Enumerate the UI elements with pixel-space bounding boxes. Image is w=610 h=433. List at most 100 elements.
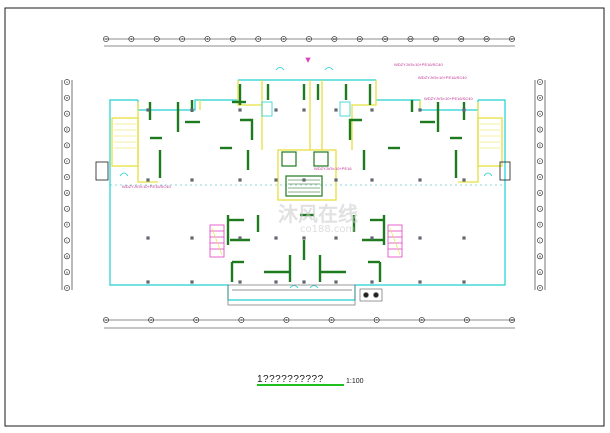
- column: [370, 280, 374, 284]
- grid-right-E-label: E: [539, 143, 541, 147]
- column: [274, 178, 278, 182]
- grid-right-M-bubble: [537, 253, 543, 260]
- entrance-band: [227, 284, 383, 306]
- bottom-dimension-lines: [104, 319, 515, 329]
- grid-top-12-label: 12: [384, 37, 388, 41]
- grid-left-M-bubble: [64, 253, 70, 260]
- grid-left-J-label: J: [66, 207, 68, 211]
- watermark-subtext: co188.com: [300, 224, 356, 235]
- grid-left-E-label: E: [66, 143, 68, 147]
- grid-top-4-label: 4: [181, 37, 183, 41]
- column: [462, 178, 466, 182]
- grid-bottom-7-bubble: [373, 317, 380, 323]
- column: [302, 280, 306, 284]
- grid-top-2-label: 2: [131, 37, 133, 41]
- grid-bottom-9-label: 9: [466, 318, 468, 322]
- column: [190, 236, 194, 240]
- column: [146, 280, 150, 284]
- cable-note-3: WDZYJV5×10+PE16/SC40: [424, 96, 473, 101]
- grid-left-P-label: P: [66, 286, 68, 290]
- grid-left-H-label: H: [66, 191, 68, 195]
- grid-right-D-label: D: [539, 128, 541, 132]
- grid-right-G-bubble: [537, 174, 543, 180]
- grid-top-16-label: 16: [485, 37, 489, 41]
- column: [462, 280, 466, 284]
- top-dimension-lines: [104, 38, 515, 47]
- grid-top-9-label: 9: [308, 37, 310, 41]
- grid-left-K-label: K: [66, 223, 68, 227]
- core-stair-lines: [288, 179, 320, 193]
- column: [418, 236, 422, 240]
- grid-left-A-label: A: [66, 80, 68, 84]
- grid-right-N-bubble: [537, 269, 543, 276]
- pink-stair-fill: [211, 227, 401, 256]
- grid-right-P-label: P: [539, 286, 541, 290]
- grid-top-11-bubble: [356, 36, 363, 42]
- grid-left-B-bubble: [64, 94, 70, 101]
- green-walls: [148, 84, 466, 282]
- grid-left-C-label: C: [66, 112, 68, 116]
- column: [462, 108, 466, 112]
- column: [418, 178, 422, 182]
- grid-left-F-bubble: [64, 158, 70, 165]
- grid-left-F-label: F: [66, 159, 68, 163]
- grid-right-L-bubble: [537, 237, 543, 244]
- cyan-fixtures: [119, 67, 493, 289]
- grid-right-A-label: A: [539, 80, 541, 84]
- grid-top-1-bubble: [103, 36, 109, 42]
- column: [146, 108, 150, 112]
- drawing-scale: 1:100: [346, 378, 364, 385]
- column: [334, 280, 338, 284]
- grid-bottom-8-bubble: [418, 317, 425, 323]
- grid-bottom-4-label: 4: [241, 318, 243, 322]
- right-dimension-lines: [534, 80, 546, 290]
- grid-bottom-3-label: 3: [195, 318, 197, 322]
- grid-right-B-bubble: [537, 94, 543, 101]
- column: [334, 108, 338, 112]
- grid-left-N-bubble: [64, 269, 70, 276]
- cable-note-left: WDZYJV5×10+PE16/SC40: [122, 184, 171, 189]
- column: [418, 108, 422, 112]
- grid-top-14-bubble: [432, 36, 439, 42]
- grid-bottom-3-bubble: [193, 317, 200, 323]
- grid-right-F-label: F: [539, 159, 541, 163]
- grid-top-3-label: 3: [156, 37, 158, 41]
- column: [274, 280, 278, 284]
- grid-left-A-bubble: [64, 79, 70, 85]
- grid-top-17-label: 17: [510, 37, 514, 41]
- column: [370, 236, 374, 240]
- grid-top-2-bubble: [128, 36, 135, 42]
- column: [334, 236, 338, 240]
- grid-top-3-bubble: [153, 36, 160, 42]
- grid-bottom-7-label: 7: [376, 318, 378, 322]
- structural-columns: [146, 108, 466, 284]
- cable-note-1: WDZYJV5×10+PE16/SC40: [394, 62, 443, 67]
- grid-right-K-bubble: [537, 221, 543, 228]
- grid-left-D-label: D: [66, 128, 68, 132]
- column: [190, 280, 194, 284]
- grid-left-L-bubble: [64, 237, 70, 244]
- left-meter-box: [95, 161, 511, 181]
- grid-bottom-10-bubble: [509, 317, 515, 323]
- column: [238, 178, 242, 182]
- grid-right-N-label: N: [539, 270, 541, 274]
- grid-bottom-9-bubble: [463, 317, 470, 323]
- grid-right-B-label: B: [539, 96, 541, 100]
- grid-right-M-label: M: [539, 254, 542, 258]
- cable-note-center: WDZYJV5×10+PE16: [314, 166, 352, 171]
- grid-top-9-bubble: [306, 36, 312, 42]
- grid-top-6-label: 6: [232, 37, 234, 41]
- grid-right-E-bubble: [537, 142, 543, 149]
- grid-top-13-label: 13: [409, 37, 413, 41]
- column: [190, 178, 194, 182]
- grid-right-D-bubble: [537, 126, 543, 133]
- column: [462, 236, 466, 240]
- grid-top-7-bubble: [255, 36, 262, 42]
- grid-top-10-label: 10: [333, 37, 337, 41]
- grid-bottom-5-bubble: [283, 317, 290, 323]
- grid-top-8-label: 8: [283, 37, 285, 41]
- left-dimension-lines: [61, 80, 73, 290]
- column: [238, 280, 242, 284]
